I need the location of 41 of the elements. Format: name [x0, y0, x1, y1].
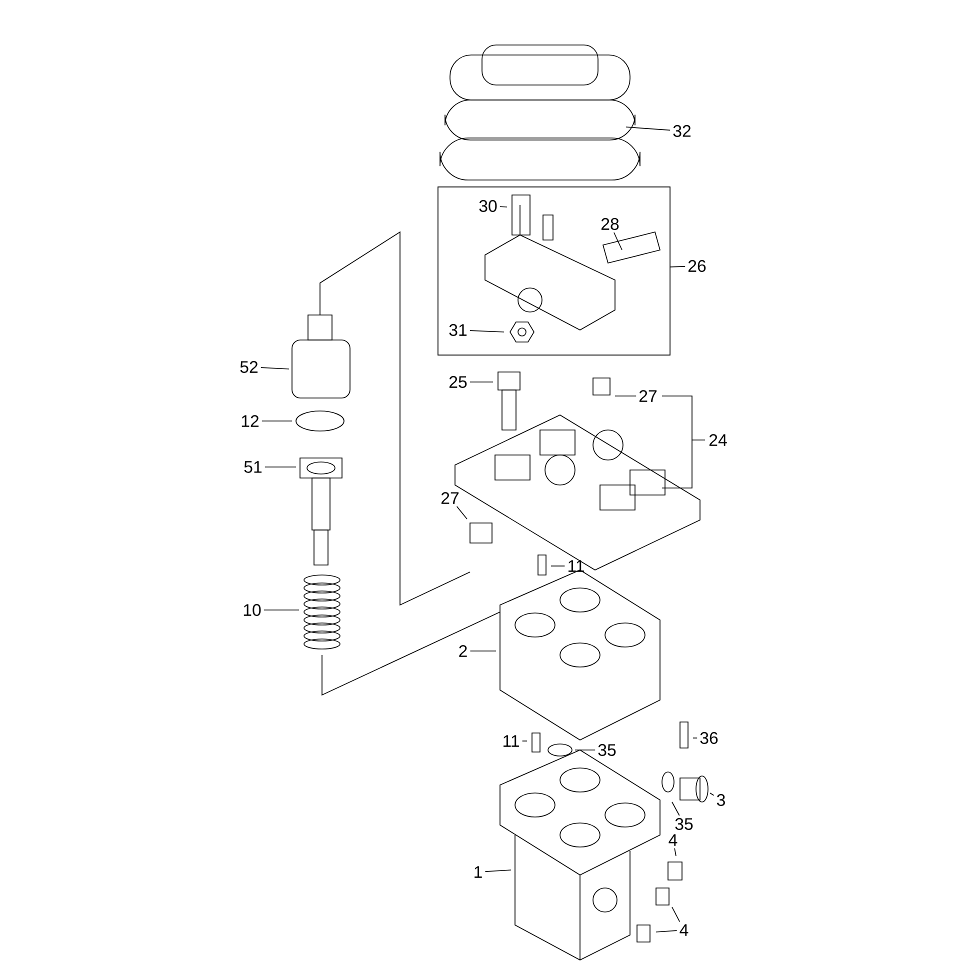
leader-line: [710, 792, 714, 796]
callout-number: 30: [479, 200, 497, 212]
callout-number: 31: [449, 324, 467, 336]
callout-number: 26: [688, 260, 706, 272]
leader-line: [626, 126, 671, 131]
callout-number: 27: [441, 492, 459, 504]
leader-line: [260, 367, 290, 370]
leader-line: [456, 506, 468, 520]
callout-number: 36: [700, 732, 718, 744]
leader-line: [470, 330, 504, 332]
leader-line: [672, 802, 680, 816]
callout-number: 35: [598, 744, 616, 756]
callout-number: 11: [504, 735, 519, 747]
callout-number: 51: [244, 461, 262, 473]
callout-number: 12: [242, 415, 259, 427]
leader-line: [656, 930, 678, 932]
callout-number: 1: [474, 866, 482, 878]
callout-number: 10: [244, 604, 261, 616]
callout-number: 52: [240, 361, 258, 373]
group-frame: [438, 186, 670, 356]
leader-line: [672, 906, 680, 922]
leader-line: [264, 466, 296, 468]
callout-number: 24: [709, 434, 727, 446]
callout-number: 28: [601, 218, 619, 230]
leader-line: [262, 420, 292, 422]
callout-number: 27: [639, 390, 657, 402]
callout-number: 4: [680, 924, 688, 936]
callout-number: 4: [668, 834, 678, 846]
callout-number: 35: [675, 818, 693, 830]
callout-number: 25: [449, 376, 467, 388]
callout-number: 3: [716, 794, 725, 806]
leader-line: [500, 206, 508, 208]
callout-number: 11: [568, 560, 584, 572]
callout-number: 2: [459, 645, 467, 657]
leader-line: [484, 870, 512, 872]
leader-line: [470, 650, 496, 652]
leader-line: [674, 848, 676, 856]
leader-line: [522, 740, 528, 742]
callout-number: 32: [673, 125, 691, 137]
leader-line: [614, 232, 622, 250]
leader-line: [670, 266, 686, 268]
